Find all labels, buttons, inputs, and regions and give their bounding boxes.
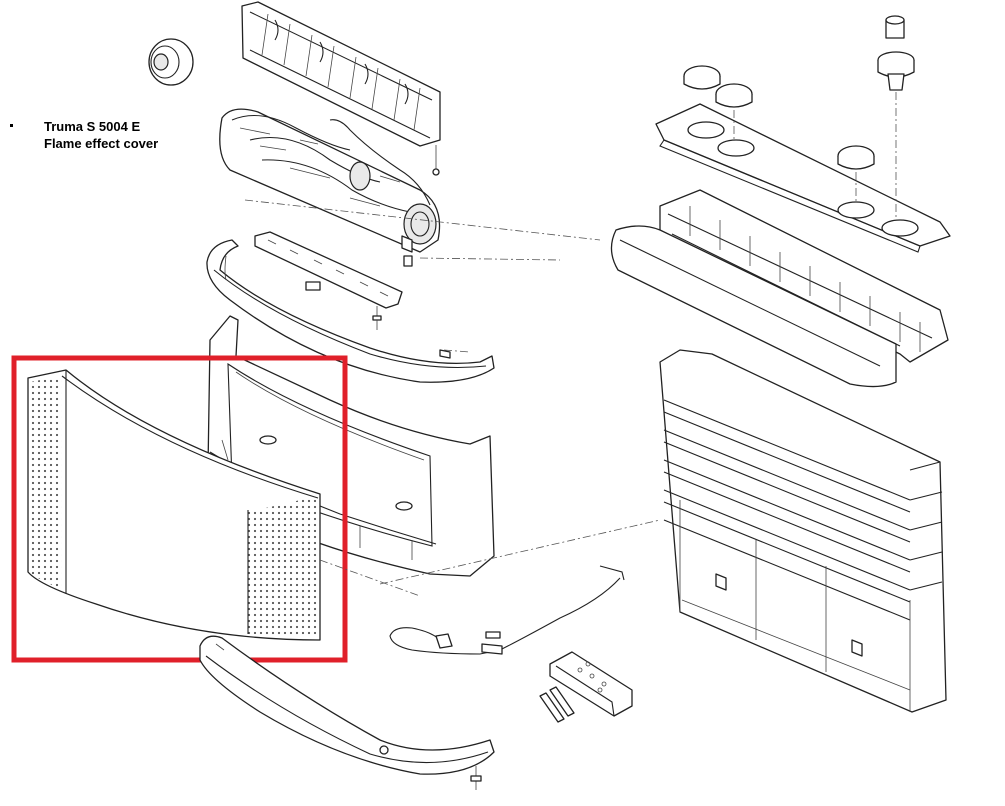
log-bracket-part bbox=[241, 1, 441, 176]
batteries-part bbox=[539, 686, 575, 723]
led-board-part bbox=[254, 231, 403, 330]
wiring-harness-part bbox=[389, 565, 625, 655]
upper-trim-strip-part bbox=[206, 239, 495, 383]
front-grille-casing-part bbox=[659, 349, 947, 713]
stray-mark bbox=[10, 124, 13, 127]
plugs-part bbox=[683, 15, 915, 220]
caption: Truma S 5004 E Flame effect cover bbox=[44, 118, 158, 152]
flame-effect-cover-part bbox=[27, 369, 321, 641]
knob-button-part bbox=[148, 38, 194, 86]
caption-model: Truma S 5004 E bbox=[44, 119, 141, 134]
artificial-logs-part bbox=[219, 108, 441, 267]
highlight-box bbox=[11, 355, 348, 663]
top-cover-plate-part bbox=[655, 103, 951, 253]
remote-control-part bbox=[549, 651, 633, 717]
lower-trim-strip-part bbox=[199, 635, 495, 790]
caption-part: Flame effect cover bbox=[44, 136, 159, 151]
assembly-lines bbox=[244, 199, 661, 597]
control-housing-part bbox=[610, 189, 949, 388]
